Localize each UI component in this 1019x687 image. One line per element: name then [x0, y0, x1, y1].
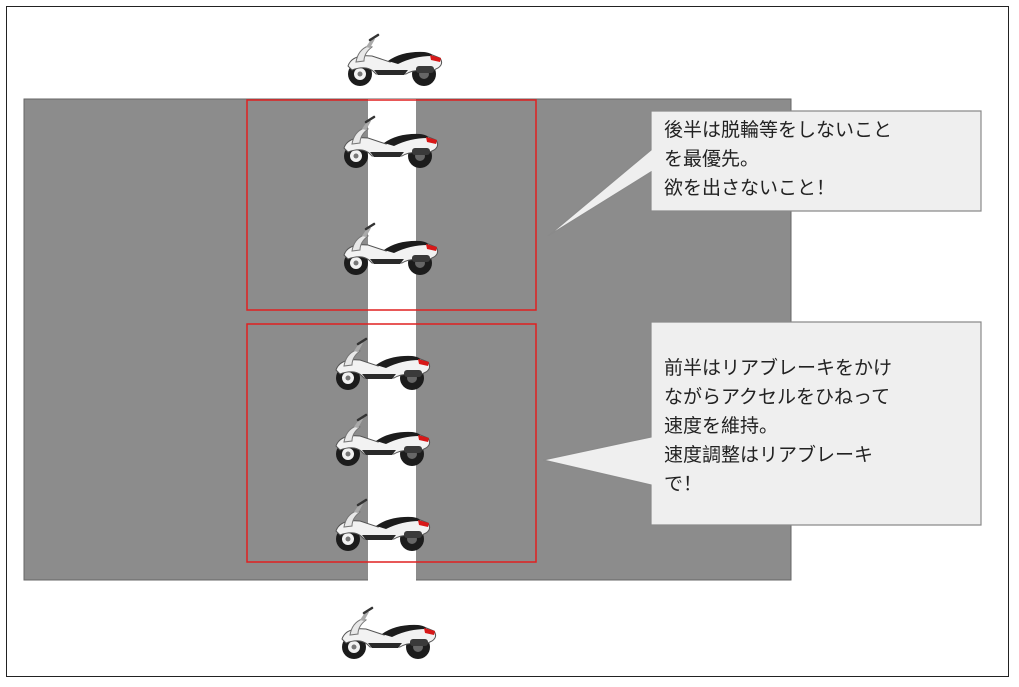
zone-frame-first-half [246, 323, 537, 563]
callout-bubble-bottom [542, 321, 982, 526]
scooter-icon [340, 606, 437, 661]
callout-text-top: 後半は脱輪等をしないこと を最優先。 欲を出さないこと！ [664, 119, 893, 199]
narrow-lane [368, 99, 416, 580]
callout-text-bottom: 前半はリアブレーキをかけ ながらアクセルをひねって 速度を維持。 速度調整はリア… [664, 357, 893, 495]
callout-bubble-top [547, 110, 982, 237]
zone-frame-latter-half [246, 99, 537, 311]
scooter-icon [346, 33, 443, 88]
diagram-frame [6, 6, 1009, 677]
